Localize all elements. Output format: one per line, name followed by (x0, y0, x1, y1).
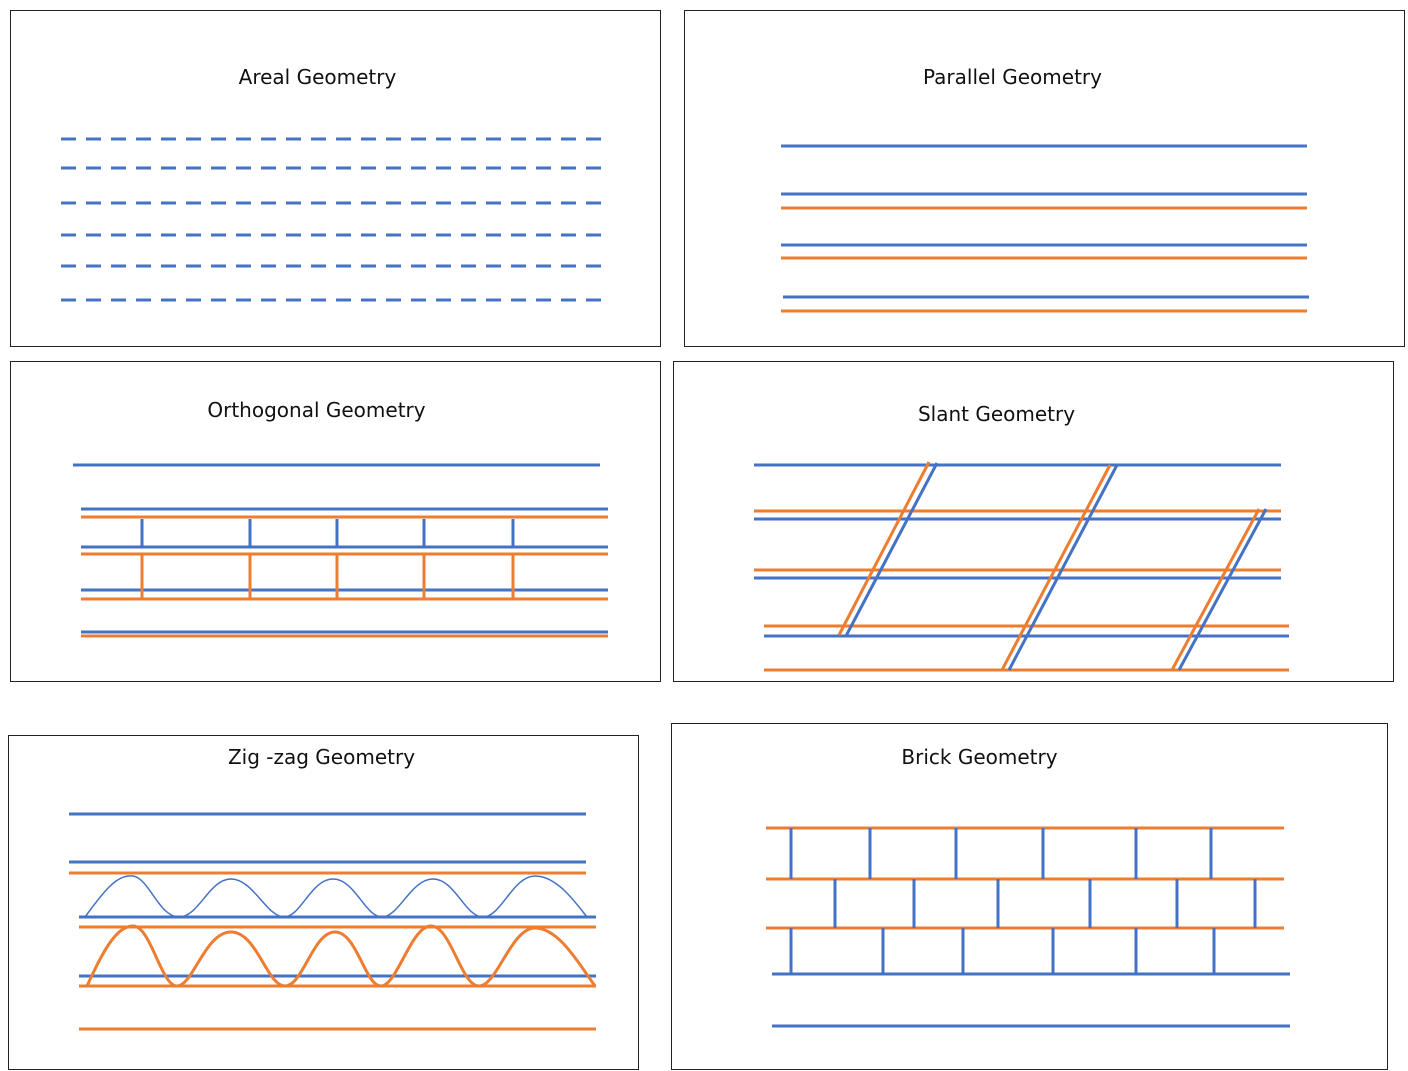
slant-blue-2 (1007, 464, 1119, 671)
panel-brick-geometry: Brick Geometry (671, 723, 1388, 1070)
zigzag-diagram (69, 812, 597, 1031)
blue-wave (84, 875, 588, 918)
panel-title: Parallel Geometry (923, 65, 1102, 89)
areal-diagram (61, 137, 609, 302)
slant-blue-1 (844, 462, 939, 637)
slant-diagram (754, 461, 1289, 672)
panel-parallel-geometry: Parallel Geometry (684, 10, 1405, 347)
parallel-diagram (781, 144, 1309, 313)
slant-orange-2 (1000, 464, 1112, 671)
panel-title: Zig -zag Geometry (227, 745, 416, 769)
slant-orange-3 (1170, 508, 1261, 671)
orange-wave (85, 924, 597, 988)
panel-slant-geometry: Slant Geometry (673, 361, 1394, 682)
slant-blue-3 (1177, 508, 1268, 671)
panel-title: Brick Geometry (901, 745, 1058, 769)
panel-title: Slant Geometry (917, 402, 1076, 426)
panel-areal-geometry: Areal Geometry (10, 10, 661, 347)
panel-orthogonal-geometry: Orthogonal Geometry (10, 361, 661, 682)
orthogonal-diagram (73, 463, 608, 638)
slant-orange-1 (837, 461, 931, 636)
brick-diagram (766, 826, 1290, 1028)
panel-title: Areal Geometry (238, 65, 397, 89)
panel-zigzag-geometry: Zig -zag Geometry (8, 735, 639, 1070)
panel-title: Orthogonal Geometry (207, 398, 426, 422)
